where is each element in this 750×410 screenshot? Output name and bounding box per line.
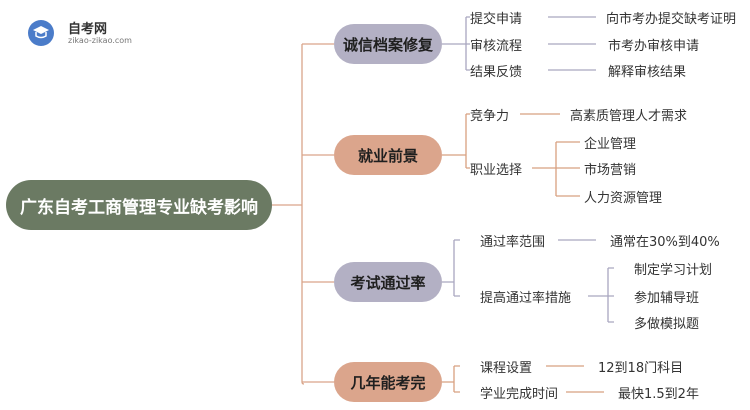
detail-marketing: 市场营销 <box>584 162 637 178</box>
leaf-improvement-measures: 提高通过率措施 <box>480 290 572 306</box>
leaf-review-process: 审核流程 <box>470 38 523 54</box>
detail-tutoring-class: 参加辅导班 <box>634 290 700 306</box>
root-node: 广东自考工商管理专业缺考影响 <box>6 180 272 230</box>
leaf-competitiveness: 竞争力 <box>470 108 510 124</box>
leaf-completion-time: 学业完成时间 <box>480 386 559 402</box>
detail-enterprise-management: 企业管理 <box>584 136 637 152</box>
leaf-pass-rate-range: 通过率范围 <box>480 234 546 250</box>
leaf-submit-application: 提交申请 <box>470 11 523 27</box>
leaf-career-choice: 职业选择 <box>470 162 523 178</box>
leaf-result-feedback: 结果反馈 <box>470 64 523 80</box>
detail-submit-application: 向市考办提交缺考证明 <box>606 11 737 27</box>
detail-hr-management: 人力资源管理 <box>584 190 663 206</box>
connector-branch-0 <box>442 16 596 71</box>
branch-credit-record: 诚信档案修复 <box>334 24 442 64</box>
branch-duration: 几年能考完 <box>334 362 442 402</box>
branch-employment: 就业前景 <box>334 135 442 175</box>
detail-course-setup: 12到18门科目 <box>598 360 684 376</box>
detail-pass-rate-range: 通常在30%到40% <box>610 234 720 250</box>
branch-pass-rate: 考试通过率 <box>334 262 442 302</box>
detail-result-feedback: 解释审核结果 <box>608 64 687 80</box>
detail-review-process: 市考办审核申请 <box>608 38 700 54</box>
leaf-course-setup: 课程设置 <box>480 360 533 376</box>
logo-url: zikao-zikao.com <box>68 36 132 45</box>
logo-name: 自考网 <box>68 22 108 37</box>
connector-branch-1 <box>442 113 580 197</box>
detail-study-plan: 制定学习计划 <box>634 262 713 278</box>
graduation-cap-icon <box>28 20 54 46</box>
detail-completion-time: 最快1.5到2年 <box>618 386 699 402</box>
connector-branch-3 <box>442 365 604 393</box>
site-logo[interactable]: 自考网 zikao-zikao.com <box>28 16 188 50</box>
connector-root-branches <box>272 43 334 385</box>
connector-branch-2 <box>442 239 614 323</box>
detail-mock-exams: 多做模拟题 <box>634 316 700 332</box>
detail-competitiveness: 高素质管理人才需求 <box>570 108 688 124</box>
